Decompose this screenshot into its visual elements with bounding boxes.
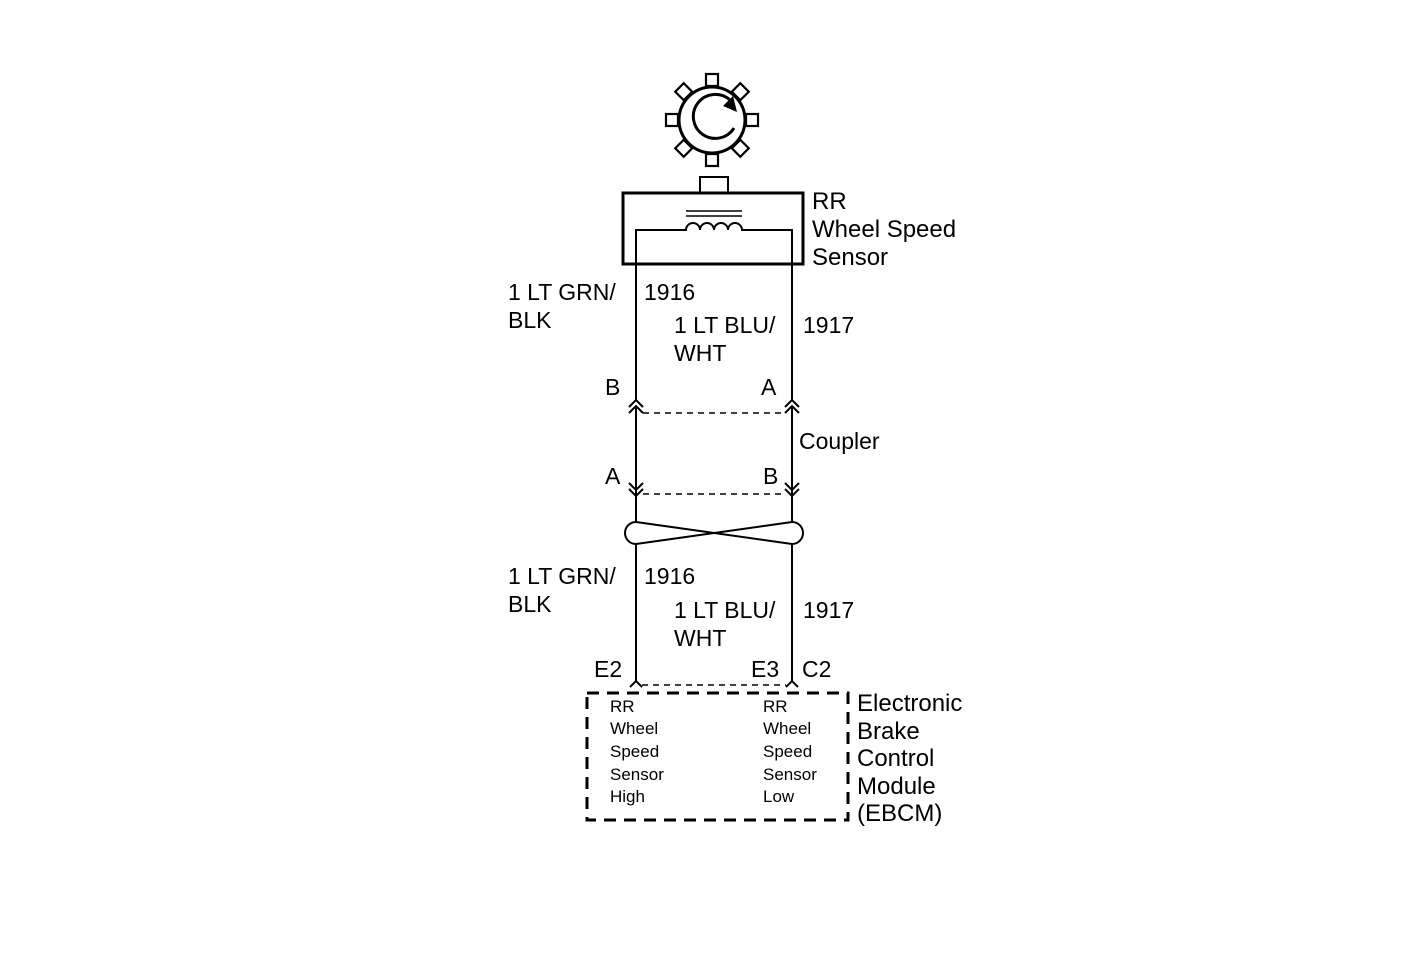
module-left-circuit-line-5: High (610, 787, 645, 806)
coupler-label: Coupler (799, 428, 880, 454)
tone-wheel-icon (664, 72, 760, 168)
module-right-circuit-line-3: Speed (763, 742, 812, 761)
upper-left-wire-color-line-2: BLK (508, 307, 552, 333)
module-right-circuit-line-2: Wheel (763, 719, 811, 738)
module-name-line-2: Brake (857, 718, 920, 745)
tone-wheel-tooth (704, 152, 720, 168)
upper-right-wire-color-line-2: WHT (674, 340, 726, 366)
upper-left-circuit-number: 1916 (644, 279, 695, 305)
sensor-name-line-2: Wheel Speed (812, 216, 956, 243)
lower-right-wire-color-line-2: WHT (674, 625, 726, 651)
module-name-line-5: (EBCM) (857, 800, 942, 827)
lower-right-wire-color-line-1: 1 LT BLU/ (674, 597, 776, 623)
module-left-circuit-line-4: Sensor (610, 765, 664, 784)
module-right-circuit-line-5: Low (763, 787, 795, 806)
coupler-top-terminals (628, 398, 800, 414)
upper-right-circuit-number: 1917 (803, 312, 854, 338)
lower-right-circuit-number: 1917 (803, 597, 854, 623)
tone-wheel-tooth (744, 112, 760, 128)
module-pin-c2: C2 (802, 656, 831, 682)
rr-wheel-speed-sensor (621, 176, 805, 276)
tone-wheel-teeth (664, 72, 760, 168)
module-left-circuit-line-2: Wheel (610, 719, 658, 738)
module-name-line-1: Electronic (857, 690, 962, 717)
lower-left-wire-color-line-1: 1 LT GRN/ (508, 563, 616, 589)
ebcm-module-box (585, 691, 850, 822)
tone-wheel-tooth (730, 138, 751, 159)
upper-right-wire-color-line-1: 1 LT BLU/ (674, 312, 776, 338)
coupler-bottom-pin-left: A (605, 463, 621, 489)
tone-wheel-tooth (673, 138, 694, 159)
sensor-name-line-1: RR (812, 188, 847, 215)
tone-wheel-tooth (664, 112, 680, 128)
module-name-line-4: Module (857, 773, 936, 800)
module-left-circuit-line-3: Speed (610, 742, 659, 761)
module-right-circuit-line-4: Sensor (763, 765, 817, 784)
module-left-circuit-line-1: RR (610, 697, 635, 716)
lower-left-circuit-number: 1916 (644, 563, 695, 589)
module-right-circuit-line-1: RR (763, 697, 788, 716)
coupler-bottom-pin-right: B (763, 463, 778, 489)
module-name-line-3: Control (857, 745, 934, 772)
coupler-top-pin-left: B (605, 374, 620, 400)
twisted-pair-symbol (624, 496, 804, 545)
coupler-top-pin-right: A (761, 374, 777, 400)
upper-left-wire-color-line-1: 1 LT GRN/ (508, 279, 616, 305)
tone-wheel-tooth (673, 81, 694, 102)
module-connector-terminals (629, 679, 799, 688)
sensor-name-line-3: Sensor (812, 244, 888, 271)
lower-left-wire-color-line-2: BLK (508, 591, 552, 617)
module-pin-e2: E2 (594, 656, 622, 682)
module-connector-e3: E3 (751, 656, 779, 682)
tone-wheel-tooth (730, 81, 751, 102)
tone-wheel-tooth (704, 72, 720, 88)
